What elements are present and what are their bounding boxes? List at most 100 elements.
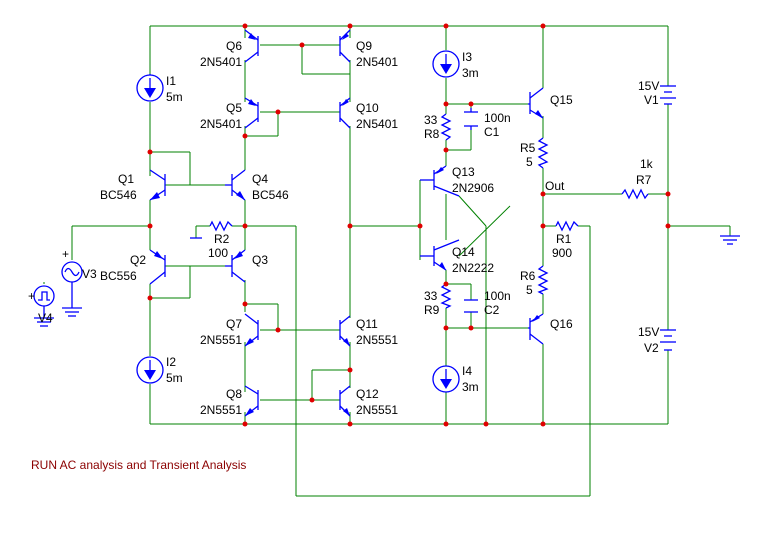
junction-dots <box>147 23 671 427</box>
transistor-q15: Q15 <box>528 87 573 119</box>
q6-name: Q6 <box>226 39 242 53</box>
v3-plus: + <box>62 247 69 261</box>
transistor-q12: Q12 2N5551 <box>339 385 398 417</box>
analysis-note: RUN AC analysis and Transient Analysis <box>31 458 246 472</box>
q5-part: 2N5401 <box>200 117 242 131</box>
resistor-r5: R5 5 <box>520 137 549 169</box>
ground-symbol <box>34 310 54 327</box>
voltage-source-v2: 15V V2 <box>638 325 676 355</box>
transistor-q16: Q16 <box>528 313 573 345</box>
c1-name: C1 <box>484 125 500 139</box>
r5-name: R5 <box>520 141 536 155</box>
q3-name: Q3 <box>252 253 268 267</box>
q7-name: Q7 <box>226 317 242 331</box>
transistor-q2: Q2 BC556 <box>100 249 166 285</box>
sine-source-v3: + V3 <box>61 247 97 288</box>
out-net-label: Out <box>545 179 565 193</box>
r9-name: R9 <box>424 303 440 317</box>
r2-value: 100 <box>208 246 228 260</box>
transistor-q6: Q6 2N5401 <box>200 29 259 69</box>
ground-symbol <box>62 288 82 317</box>
transistor-q4: Q4 BC546 <box>225 169 289 202</box>
q13-part: 2N2906 <box>452 181 494 195</box>
v1-name: V1 <box>644 93 659 107</box>
q1-part: BC546 <box>100 188 137 202</box>
q10-part: 2N5401 <box>356 117 398 131</box>
i1-value: 5m <box>166 90 183 104</box>
q6-part: 2N5401 <box>200 55 242 69</box>
capacitor-c2: 100n C2 <box>464 289 511 317</box>
r6-name: R6 <box>520 269 536 283</box>
q2-part: BC556 <box>100 269 137 283</box>
q15-name: Q15 <box>550 93 573 107</box>
c1-value: 100n <box>484 111 511 125</box>
transistor-q1: Q1 BC546 <box>100 169 166 202</box>
c2-name: C2 <box>484 303 500 317</box>
i4-name: I4 <box>462 364 472 378</box>
r1-name: R1 <box>556 232 572 246</box>
pulse-source-v4: + V4 <box>28 285 55 325</box>
voltage-source-v1: 15V V1 <box>638 79 676 107</box>
transistor-q11: Q11 2N5551 <box>339 315 398 347</box>
resistor-r8: 33 R8 <box>424 113 452 141</box>
i2-value: 5m <box>166 371 183 385</box>
q12-name: Q12 <box>356 387 379 401</box>
transistor-q7: Q7 2N5551 <box>200 313 259 347</box>
q14-part: 2N2222 <box>452 261 494 275</box>
i3-name: I3 <box>462 50 472 64</box>
transistor-q14: Q14 2N2222 <box>420 239 494 275</box>
q14-name: Q14 <box>452 245 475 259</box>
r2-name: R2 <box>214 232 230 246</box>
current-source-i4: I4 3m <box>432 364 479 394</box>
q2-name: Q2 <box>130 253 146 267</box>
current-source-i3: I3 3m <box>432 50 479 80</box>
q9-part: 2N5401 <box>356 55 398 69</box>
q9-name: Q9 <box>356 39 372 53</box>
v4-plus: + <box>28 289 35 303</box>
transistor-q10: Q10 2N5401 <box>339 97 398 131</box>
v2-value: 15V <box>638 325 659 339</box>
resistor-r2: R2 100 <box>208 220 233 260</box>
resistor-r1: R1 900 <box>552 220 579 260</box>
wires <box>43 25 731 497</box>
ground-symbol <box>720 235 740 245</box>
q1-name: Q1 <box>118 172 134 186</box>
v4-name: V4 <box>38 311 53 325</box>
transistor-q8: Q8 2N5551 <box>200 385 259 417</box>
transistor-q3: Q3 <box>225 249 268 283</box>
r1-value: 900 <box>552 246 572 260</box>
q12-part: 2N5551 <box>356 403 398 417</box>
q10-name: Q10 <box>356 101 379 115</box>
q13-name: Q13 <box>452 165 475 179</box>
transistor-q9: Q9 2N5401 <box>339 29 398 69</box>
r9-value: 33 <box>424 289 438 303</box>
transistor-q13: Q13 2N2906 <box>420 165 494 197</box>
r8-name: R8 <box>424 127 440 141</box>
q11-part: 2N5551 <box>356 333 398 347</box>
q8-name: Q8 <box>226 387 242 401</box>
r8-value: 33 <box>424 113 438 127</box>
v2-name: V2 <box>644 341 659 355</box>
q7-part: 2N5551 <box>200 333 242 347</box>
current-source-i2: I2 5m <box>136 355 183 385</box>
c2-value: 100n <box>484 289 511 303</box>
resistor-r6: R6 5 <box>520 265 549 297</box>
i2-name: I2 <box>166 355 176 369</box>
q11-name: Q11 <box>356 317 378 331</box>
i3-value: 3m <box>462 66 479 80</box>
transistor-q5: Q5 2N5401 <box>200 97 259 131</box>
i1-name: I1 <box>166 74 176 88</box>
capacitor-c1: 100n C1 <box>464 108 511 139</box>
r7-value: 1k <box>640 157 654 171</box>
q5-name: Q5 <box>226 101 242 115</box>
q8-part: 2N5551 <box>200 403 242 417</box>
r5-value: 5 <box>526 155 533 169</box>
q4-name: Q4 <box>252 172 268 186</box>
q16-name: Q16 <box>550 317 573 331</box>
resistor-r7: 1k R7 <box>621 157 654 200</box>
resistor-r9: 33 R9 <box>424 283 452 317</box>
v3-name: V3 <box>82 267 97 281</box>
v1-value: 15V <box>638 79 659 93</box>
r6-value: 5 <box>526 283 533 297</box>
